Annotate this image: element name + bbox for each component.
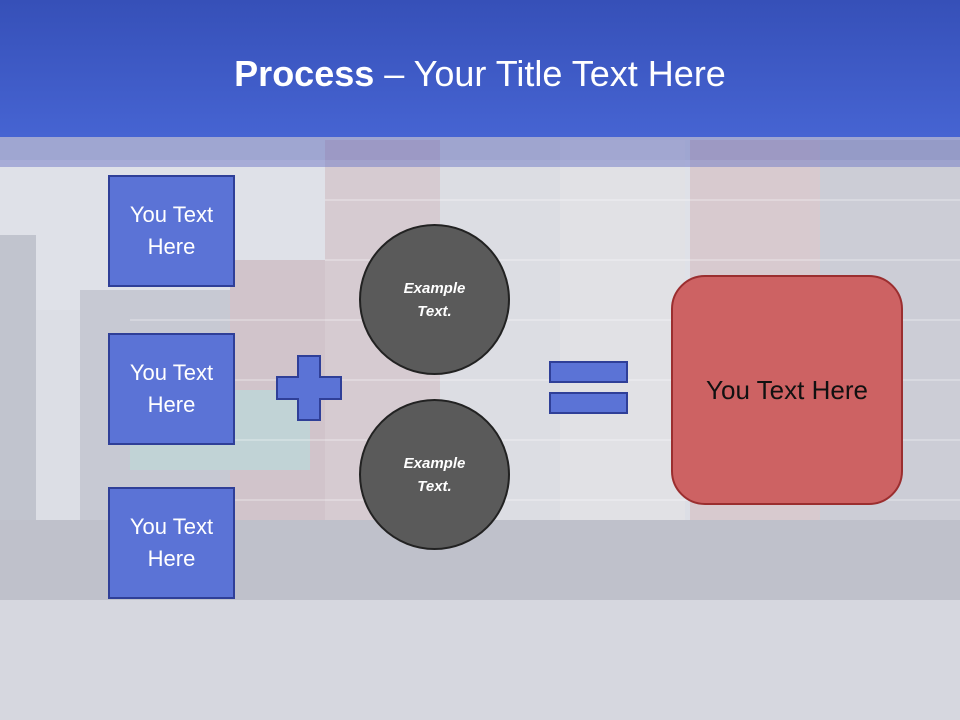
input-box-2[interactable]: You Text Here [108, 333, 235, 445]
equals-icon[interactable] [549, 361, 629, 417]
example-circle-2[interactable]: Example Text. [359, 399, 510, 550]
slide-title-bold: Process [234, 53, 375, 94]
input-box-3[interactable]: You Text Here [108, 487, 235, 599]
example-circle-1[interactable]: Example Text. [359, 224, 510, 375]
slide-title[interactable]: Process – Your Title Text Here [0, 48, 960, 100]
result-box[interactable]: You Text Here [671, 275, 903, 505]
input-box-1[interactable]: You Text Here [108, 175, 235, 287]
slide-title-rest: – Your Title Text Here [374, 53, 726, 94]
plus-icon[interactable] [276, 355, 342, 421]
example-circle-2-label: Example Text. [403, 454, 466, 495]
input-box-3-label: You Text Here [129, 514, 214, 571]
example-circle-1-label: Example Text. [403, 279, 466, 320]
input-box-2-label: You Text Here [129, 360, 214, 417]
title-bar [0, 0, 960, 137]
input-box-1-label: You Text Here [129, 202, 214, 259]
result-box-label: You Text Here [706, 374, 868, 405]
title-band [0, 137, 960, 167]
